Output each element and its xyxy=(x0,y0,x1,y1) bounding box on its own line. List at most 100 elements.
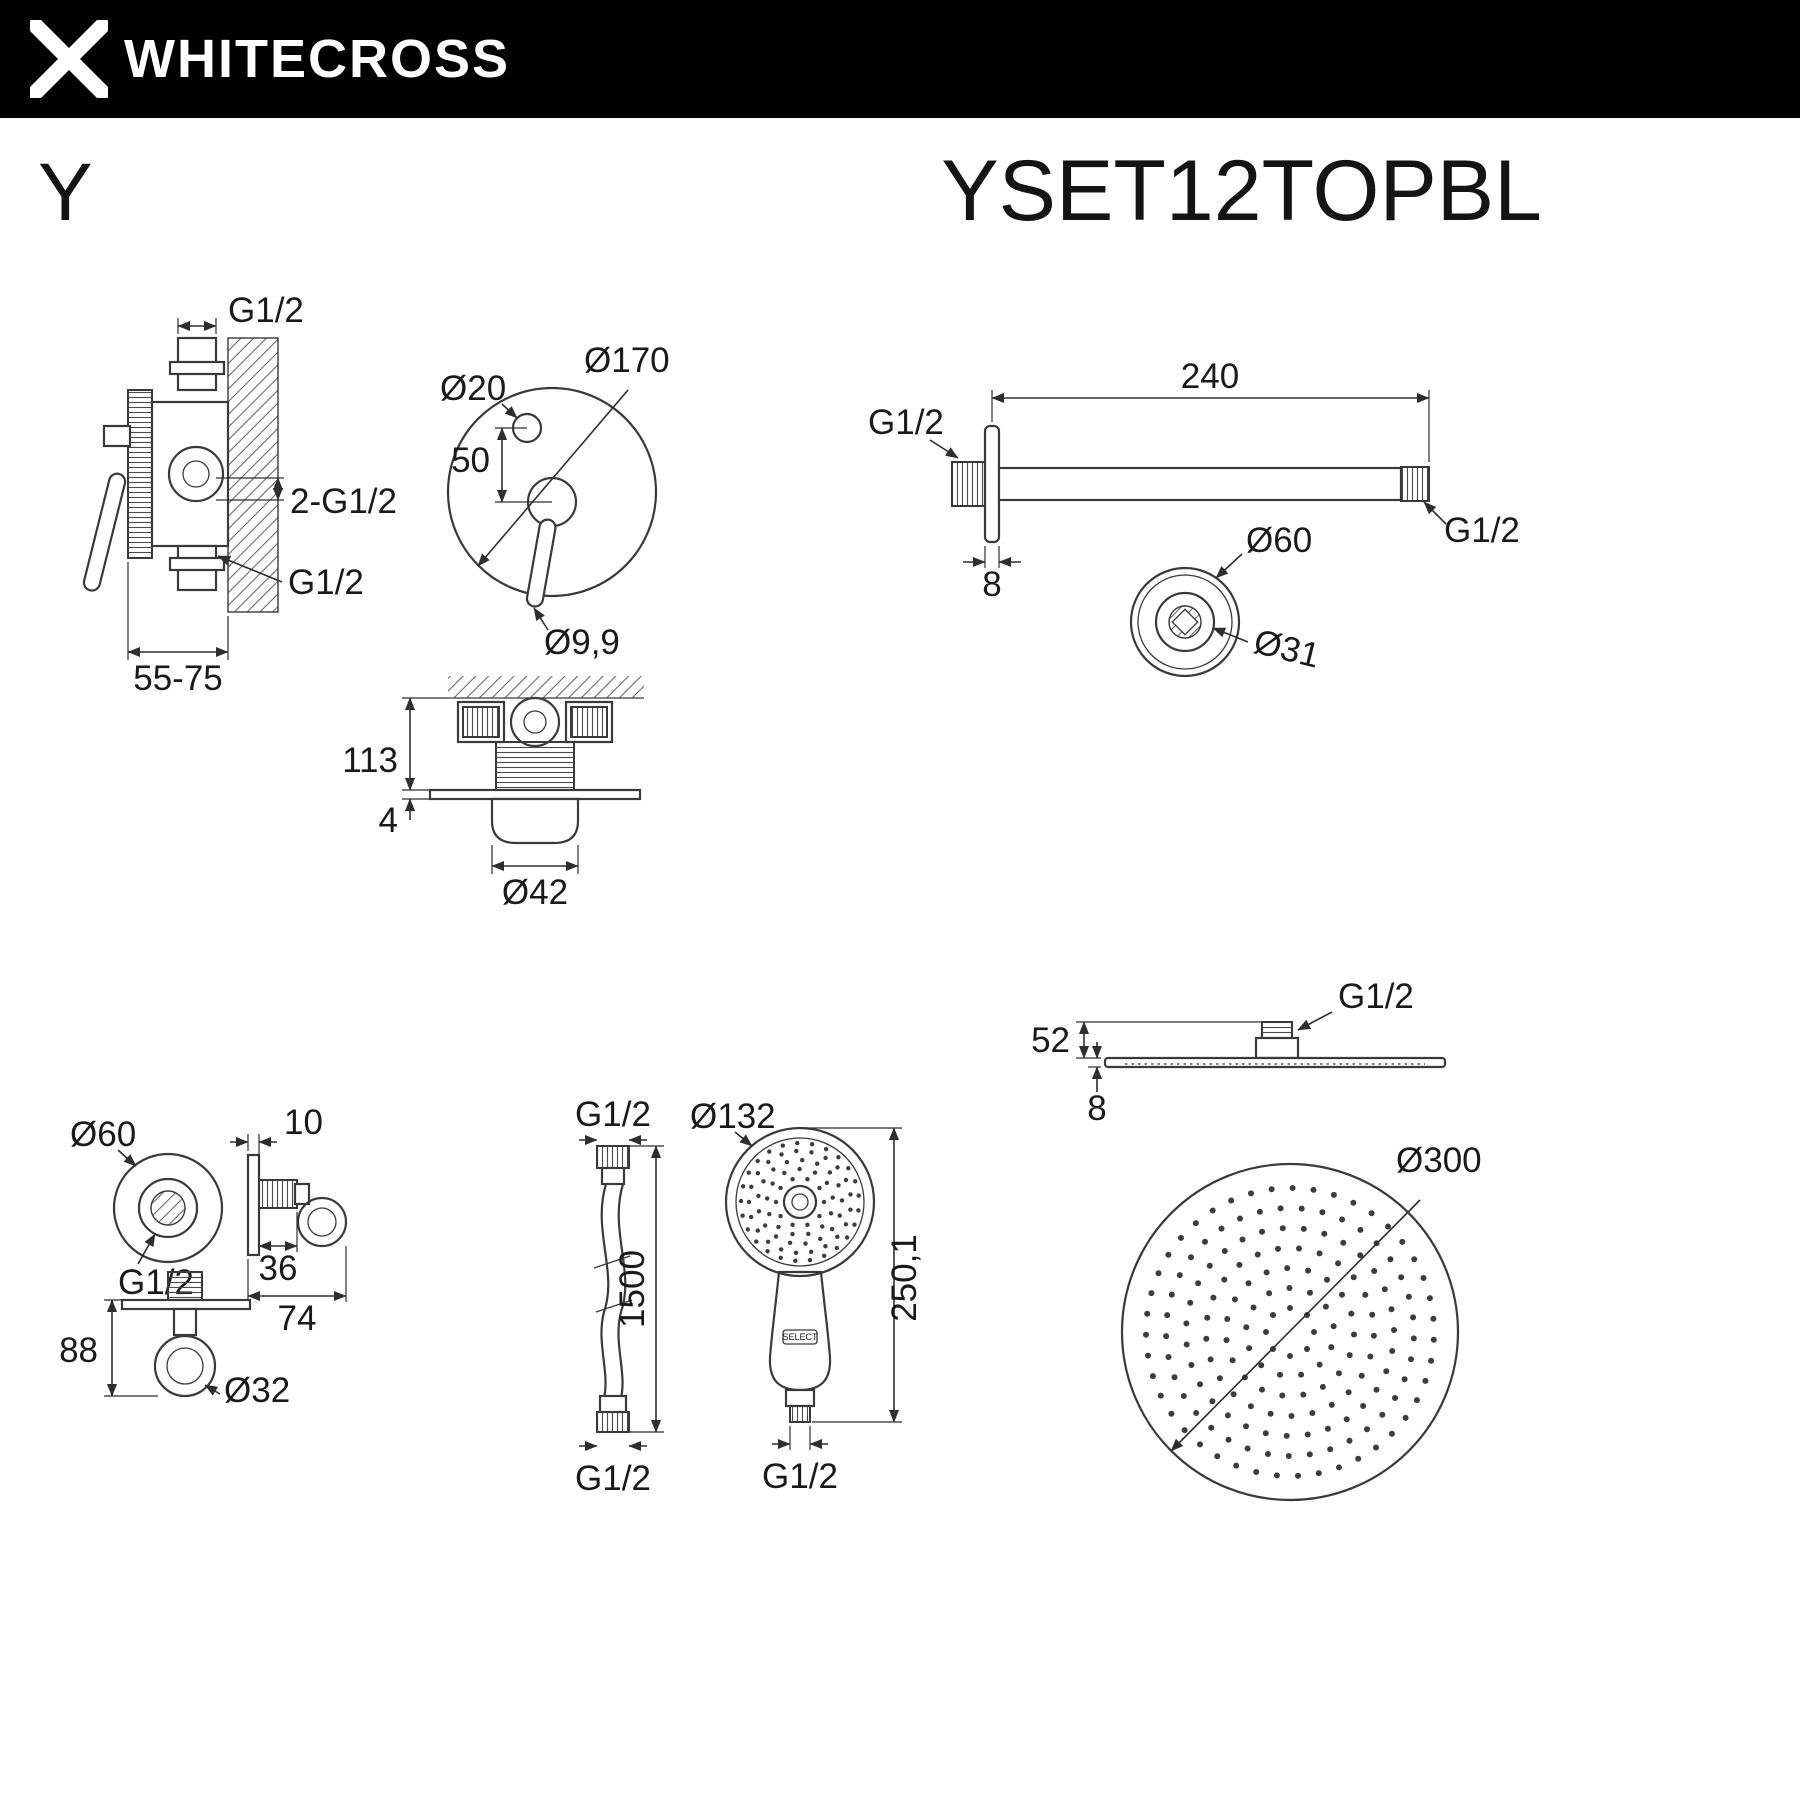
spray-nozzle-dot xyxy=(1165,1354,1172,1360)
spray-nozzle-dot xyxy=(1411,1256,1418,1263)
spray-nozzle-dot xyxy=(1195,1280,1202,1287)
spray-nozzle-dot xyxy=(1209,1207,1216,1214)
leader-line xyxy=(533,607,549,631)
spray-nozzle-dot xyxy=(761,1179,766,1184)
hose-break-mark xyxy=(593,1255,631,1269)
spray-nozzle-dot xyxy=(1358,1372,1365,1379)
leader-line xyxy=(1215,553,1243,579)
spray-nozzle-dot xyxy=(1381,1286,1388,1293)
spray-nozzle-dot xyxy=(756,1209,762,1214)
spray-nozzle-dot xyxy=(767,1211,772,1217)
spray-nozzle-dot xyxy=(836,1183,841,1188)
arm-tube xyxy=(997,466,1403,502)
spray-nozzle-dot xyxy=(1324,1425,1331,1432)
spray-nozzle-dot xyxy=(856,1193,861,1198)
trim-plate xyxy=(446,386,658,598)
spray-nozzle-dot xyxy=(1300,1391,1307,1398)
spray-nozzle-dot xyxy=(846,1166,851,1171)
spray-nozzle-dot xyxy=(1410,1314,1417,1321)
spray-nozzle-dot xyxy=(1243,1324,1250,1331)
spray-nozzle-dot xyxy=(1336,1464,1342,1471)
spray-nozzle-dot xyxy=(1229,1357,1236,1364)
dim-label-arm-thread-wall: G1/2 xyxy=(868,403,944,442)
leader-line xyxy=(217,555,283,583)
spray-nozzle-dot xyxy=(1324,1276,1330,1283)
dim-label-flange-diameter: Ø60 xyxy=(1246,521,1312,560)
spray-nozzle-dot xyxy=(1286,1285,1293,1291)
overhead-top-view: Ø300 xyxy=(1120,1141,1482,1502)
spray-nozzle-dot xyxy=(817,1185,822,1191)
spray-nozzle-dot xyxy=(1335,1370,1342,1377)
trim-plate-edge xyxy=(428,788,642,801)
spray-nozzle-dot xyxy=(820,1224,825,1229)
spray-nozzle-dot xyxy=(853,1179,858,1184)
spray-nozzle-dot xyxy=(1206,1262,1213,1269)
overhead-thread xyxy=(1261,1021,1293,1039)
spray-nozzle-dot xyxy=(852,1222,857,1227)
hose-cone-top xyxy=(600,1166,626,1186)
spray-nozzle-dot xyxy=(1197,1441,1203,1448)
outlet-thread-hatch xyxy=(150,1190,186,1226)
handshower-spray-dots xyxy=(738,1140,861,1264)
spray-nozzle-dot xyxy=(1221,1248,1228,1254)
spray-nozzle-dot xyxy=(1413,1397,1420,1404)
spray-nozzle-dot xyxy=(829,1226,835,1232)
spray-nozzle-dot xyxy=(746,1170,751,1175)
spray-nozzle-dot xyxy=(1239,1236,1246,1243)
spray-nozzle-dot xyxy=(1401,1376,1408,1383)
spray-nozzle-dot xyxy=(1287,1353,1293,1359)
mounting-surface-hatching xyxy=(448,676,644,698)
dim-label-outlet-stub-length: 36 xyxy=(259,1249,298,1288)
spray-nozzle-dot xyxy=(1237,1215,1243,1222)
outlet-bore-front xyxy=(137,1177,199,1239)
spray-nozzle-dot xyxy=(1233,1462,1240,1469)
arm-wall-thread xyxy=(951,461,986,507)
holder-ring-inner xyxy=(166,1347,204,1385)
spray-nozzle-dot xyxy=(767,1149,772,1154)
spray-nozzle-dot xyxy=(1168,1410,1175,1417)
spray-nozzle-dot xyxy=(822,1253,827,1259)
spray-nozzle-dot xyxy=(1355,1455,1362,1462)
spray-nozzle-dot xyxy=(1250,1304,1257,1311)
spray-nozzle-dot xyxy=(1268,1186,1275,1193)
spray-nozzle-dot xyxy=(745,1227,750,1232)
spray-nozzle-dot xyxy=(1430,1336,1437,1343)
spray-nozzle-dot xyxy=(1164,1312,1171,1319)
spray-nozzle-dot xyxy=(1254,1251,1261,1258)
spray-nozzle-dot xyxy=(1350,1274,1357,1281)
spray-nozzle-dot xyxy=(1430,1315,1437,1322)
diameter-line xyxy=(1170,1199,1421,1452)
whitecross-x-icon xyxy=(30,20,108,98)
hose-edge-left xyxy=(600,1183,610,1399)
spray-nozzle-dot xyxy=(823,1155,828,1161)
spray-nozzle-dot xyxy=(749,1214,754,1220)
spray-nozzle-dot xyxy=(1253,1469,1260,1475)
spray-nozzle-dot xyxy=(843,1177,849,1183)
spray-nozzle-dot xyxy=(1183,1341,1190,1348)
dim-label-outlet-height: 88 xyxy=(59,1331,98,1370)
series-title: Y xyxy=(38,147,93,238)
mixer-sleeve xyxy=(127,389,153,559)
spray-nozzle-dot xyxy=(839,1198,845,1203)
header-bar: WHITECROSS xyxy=(0,0,1800,118)
spray-nozzle-dot xyxy=(1311,1329,1317,1335)
spray-nozzle-dot xyxy=(1285,1453,1292,1459)
mixer-cartridge-inner xyxy=(182,460,210,488)
dim-label-overhead-plate-thickness: 8 xyxy=(1087,1089,1106,1128)
spray-nozzle-dot xyxy=(1373,1444,1379,1451)
spray-nozzle-dot xyxy=(844,1235,850,1240)
spray-nozzle-dot xyxy=(1371,1268,1378,1274)
handshower-center-button-inner xyxy=(791,1193,809,1211)
bottom-flange xyxy=(168,556,226,572)
spray-nozzle-dot xyxy=(1244,1445,1251,1452)
spray-nozzle-dot xyxy=(1145,1352,1151,1359)
leader-line xyxy=(137,1233,156,1265)
spray-nozzle-dot xyxy=(1350,1199,1357,1206)
dim-label-plate-thickness: 4 xyxy=(379,801,398,840)
spray-nozzle-dot xyxy=(1360,1403,1367,1409)
spray-nozzle-dot xyxy=(1188,1362,1195,1368)
spray-nozzle-dot xyxy=(1277,1371,1283,1378)
handshower-head xyxy=(724,1126,876,1278)
spray-nozzle-dot xyxy=(765,1249,770,1254)
